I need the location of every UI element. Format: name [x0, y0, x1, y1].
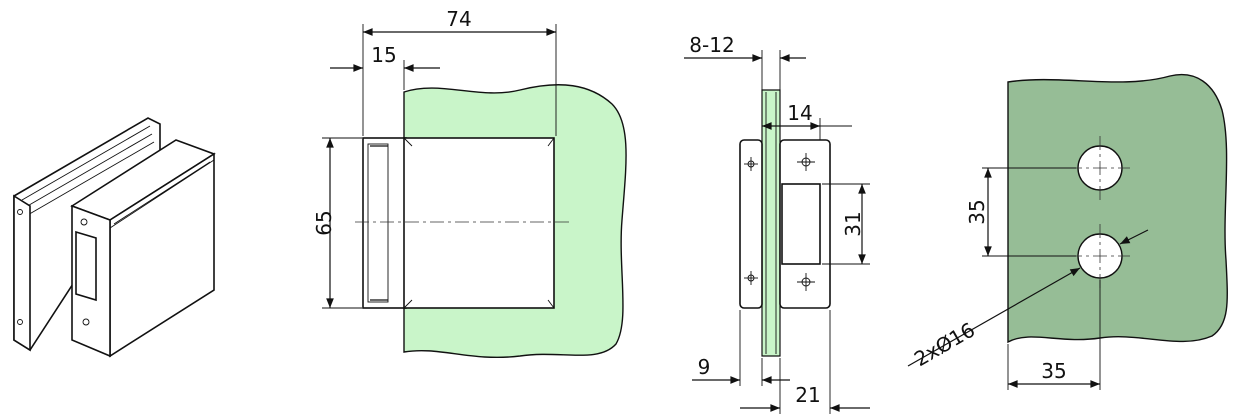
dim-15: 15: [371, 43, 396, 67]
dim-hole-diameter: 2xØ16: [910, 317, 979, 371]
glass-panel-side: [761, 89, 781, 357]
dim-31: 31: [841, 211, 865, 236]
dim-21: 21: [795, 383, 820, 407]
dim-35-vertical: 35: [965, 199, 989, 224]
dim-74: 74: [446, 7, 471, 31]
glass-panel-cutout: [1007, 74, 1228, 344]
dim-14: 14: [787, 101, 812, 125]
dim-8-12: 8-12: [689, 33, 734, 57]
dim-35-horizontal: 35: [1041, 359, 1066, 383]
isometric-view: [13, 117, 216, 358]
glass-cutout-view: 35 2xØ16 35: [907, 74, 1228, 390]
dim-9: 9: [698, 355, 711, 379]
side-view: 8-12 14 31 9 21: [684, 33, 870, 414]
dim-65: 65: [312, 210, 336, 235]
front-view: 74 15 65: [312, 7, 627, 359]
